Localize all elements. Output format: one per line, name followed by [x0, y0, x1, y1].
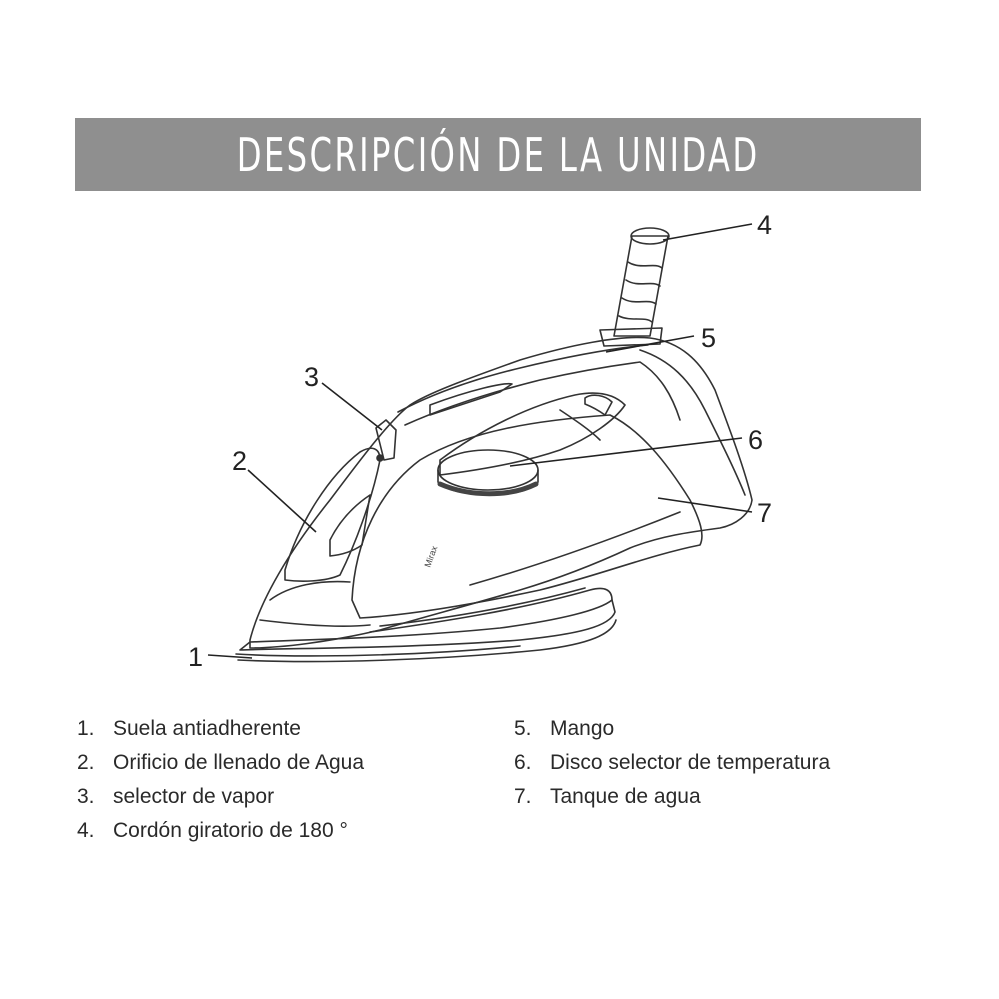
steam-selector	[375, 419, 397, 461]
fill-cap	[329, 494, 371, 557]
leader-3	[321, 382, 383, 431]
water-tank-line	[469, 511, 681, 586]
cord-tip	[630, 227, 670, 245]
page-title: DESCRIPCIÓN DE LA UNIDAD	[236, 127, 760, 182]
callout-4: 4	[757, 210, 772, 240]
nose-skirt	[259, 619, 371, 627]
legend-number: 1.	[77, 717, 95, 740]
water-tank-panel	[351, 414, 703, 619]
leader-1	[207, 654, 253, 659]
legend-left: 1. Suela antiadherente 2. Orificio de llen…	[77, 712, 364, 848]
leader-lines	[207, 223, 753, 659]
legend-label: Suela antiadherente	[113, 717, 301, 740]
temperature-dial-rim	[437, 481, 539, 497]
handle-top	[397, 344, 649, 413]
legend-item: 5. Mango	[514, 712, 830, 746]
cord-ribs	[618, 261, 663, 323]
handle-window	[439, 392, 626, 476]
callout-2: 2	[232, 446, 247, 476]
callout-5: 5	[701, 323, 716, 353]
legend-item: 6. Disco selector de temperatura	[514, 746, 830, 780]
legend-item: 4. Cordón giratorio de 180 °	[77, 814, 364, 848]
leader-4	[662, 223, 753, 241]
nose-lower	[269, 580, 351, 601]
callout-3: 3	[304, 362, 319, 392]
soleplate	[239, 599, 616, 651]
legend-number: 4.	[77, 819, 95, 842]
soleplate-bottom	[235, 645, 521, 657]
title-bar: DESCRIPCIÓN DE LA UNIDAD	[75, 118, 921, 191]
leader-5	[605, 335, 695, 353]
iron-illustration: Mirax	[235, 227, 753, 663]
legend-item: 3. selector de vapor	[77, 780, 364, 814]
legend-item: 7. Tanque de agua	[514, 780, 830, 814]
legend-number: 7.	[514, 785, 532, 808]
svg-text:Mirax: Mirax	[422, 544, 439, 569]
temperature-dial-top	[437, 449, 539, 491]
body-back	[639, 349, 746, 496]
legend-label: Disco selector de temperatura	[550, 751, 831, 774]
callout-6: 6	[748, 425, 763, 455]
leader-2	[247, 469, 317, 533]
legend-number: 5.	[514, 717, 532, 740]
skirt-band-2	[379, 587, 586, 627]
soleplate-edge	[237, 619, 617, 663]
leader-6	[509, 437, 743, 467]
nose-panel	[284, 447, 381, 582]
cord-base	[599, 327, 663, 347]
legend-label: Tanque de agua	[550, 785, 701, 808]
legend-item: 2. Orificio de llenado de Agua	[77, 746, 364, 780]
legend-right: 5.Mango 6.Disco selector de temperatura …	[514, 712, 830, 814]
steam-dot	[376, 454, 384, 462]
legend-label: Cordón giratorio de 180 °	[113, 819, 348, 842]
legend-number: 2.	[77, 751, 95, 774]
skirt-band	[369, 587, 613, 633]
legend-item: 1. Suela antiadherente	[77, 712, 364, 746]
legend-label: selector de vapor	[113, 785, 275, 808]
legend-label: Orificio de llenado de Agua	[113, 751, 365, 774]
leader-7	[657, 497, 753, 513]
cord-tube	[613, 235, 669, 337]
legend-number: 3.	[77, 785, 95, 808]
handle-grip	[429, 382, 513, 416]
callout-1: 1	[188, 642, 203, 672]
callout-7: 7	[757, 498, 772, 528]
iron-body	[249, 336, 753, 649]
legend-label: Mango	[550, 717, 615, 740]
handle-inner	[404, 361, 681, 426]
steam-trigger	[584, 394, 613, 416]
handle-window-inner	[559, 409, 601, 441]
legend-number: 6.	[514, 751, 532, 774]
